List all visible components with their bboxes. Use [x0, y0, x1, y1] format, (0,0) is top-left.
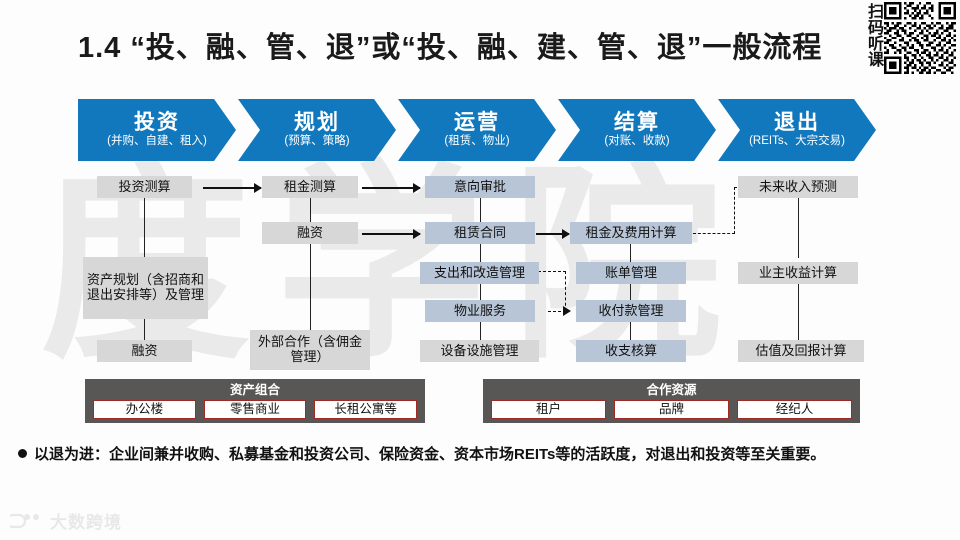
- connector-line: [480, 243, 482, 263]
- brand-text: 大数跨境: [50, 513, 122, 532]
- flow-node-investment-3[interactable]: 融资: [97, 340, 192, 362]
- flow-node-operation-1[interactable]: 意向审批: [425, 176, 535, 198]
- node-label: 估值及回报计算: [755, 342, 847, 358]
- node-label: 支出和改造管理: [433, 264, 525, 280]
- panel-title: 资产组合: [229, 383, 280, 397]
- node-label: 业主收益计算: [758, 264, 837, 280]
- chip-asset-apartment[interactable]: 长租公寓等: [314, 400, 418, 419]
- node-label: 融资: [131, 342, 158, 358]
- connector-arrow: [362, 187, 420, 189]
- phase-title: 投资: [134, 111, 180, 135]
- connector-arrow: [203, 187, 261, 189]
- node-label: 账单管理: [604, 264, 657, 280]
- footnote-text: 以退为进：企业间兼并收购、私募基金和投资公司、保险资金、资本市场REITs等的活…: [34, 446, 826, 463]
- phase-subtitle: (REITs、大宗交易): [749, 135, 845, 148]
- phase-settlement[interactable]: 结算 (对账、收款): [558, 99, 716, 161]
- qr-scan-block[interactable]: 扫码听课: [865, 2, 956, 74]
- phase-exit[interactable]: 退出 (REITs、大宗交易): [718, 99, 876, 161]
- node-label: 投资测算: [118, 178, 171, 194]
- node-label: 资产规划（含招商和退出安排等）及管理: [86, 272, 204, 302]
- connector-line: [630, 322, 632, 340]
- connector-arrowhead: [563, 306, 571, 316]
- flow-node-settlement-2[interactable]: 账单管理: [576, 262, 686, 284]
- connector-line: [630, 243, 632, 263]
- flow-node-planning-1[interactable]: 租金测算: [262, 176, 358, 198]
- flow-node-planning-3[interactable]: 外部合作（含佣金管理）: [250, 330, 370, 370]
- flow-node-operation-3[interactable]: 支出和改造管理: [420, 262, 539, 284]
- connector-dashed: [538, 271, 566, 272]
- flow-node-operation-5[interactable]: 设备设施管理: [420, 340, 539, 362]
- connector-arrow: [536, 233, 569, 235]
- connector-line: [798, 284, 800, 340]
- phase-operation[interactable]: 运营 (租赁、物业): [398, 99, 556, 161]
- phase-band: 投资 (并购、自建、租入) 规划 (预算、策略) 运营 (租赁、物业) 结算 (…: [78, 99, 878, 161]
- flow-node-planning-2[interactable]: 融资: [262, 222, 358, 244]
- panel-partner-resources: 合作资源 租户 品牌 经纪人: [483, 379, 860, 423]
- footnote: 以退为进：企业间兼并收购、私募基金和投资公司、保险资金、资本市场REITs等的活…: [18, 444, 946, 466]
- phase-investment[interactable]: 投资 (并购、自建、租入): [78, 99, 236, 161]
- connector-line: [798, 196, 800, 258]
- connector-dashed: [734, 187, 735, 234]
- node-label: 设备设施管理: [440, 342, 519, 358]
- phase-subtitle: (并购、自建、租入): [107, 135, 207, 148]
- flow-node-settlement-3[interactable]: 收付款管理: [576, 300, 686, 322]
- connector-line: [144, 318, 146, 340]
- connector-line: [630, 284, 632, 301]
- chip-partner-tenant[interactable]: 租户: [491, 400, 606, 419]
- connector-dashed: [548, 311, 566, 312]
- brand-logo: 大数跨境: [10, 508, 122, 533]
- chip-row: 办公楼 零售商业 长租公寓等: [85, 399, 425, 423]
- chip-row: 租户 品牌 经纪人: [483, 399, 860, 423]
- panel-asset-portfolio: 资产组合 办公楼 零售商业 长租公寓等: [85, 379, 425, 423]
- qr-label: 扫码听课: [865, 3, 882, 67]
- node-label: 收支核算: [604, 342, 657, 358]
- flow-node-settlement-1[interactable]: 租金及费用计算: [570, 222, 692, 244]
- phase-subtitle: (预算、策略): [284, 135, 350, 148]
- connector-line: [480, 322, 482, 340]
- flow-node-exit-3[interactable]: 估值及回报计算: [738, 340, 864, 362]
- phase-title: 退出: [774, 111, 820, 135]
- flow-node-operation-2[interactable]: 租赁合同: [425, 222, 535, 244]
- brand-mark-icon: [10, 513, 39, 528]
- connector-dashed: [565, 271, 566, 311]
- connector-dashed: [693, 233, 735, 234]
- connector-line: [480, 284, 482, 301]
- node-label: 外部合作（含佣金管理）: [257, 334, 362, 364]
- node-label: 融资: [296, 224, 323, 240]
- connector-line: [310, 196, 312, 222]
- flow-node-exit-2[interactable]: 业主收益计算: [738, 262, 858, 284]
- phase-title: 结算: [614, 111, 660, 135]
- chip-asset-office[interactable]: 办公楼: [93, 400, 196, 419]
- flow-node-investment-2[interactable]: 资产规划（含招商和退出安排等）及管理: [83, 257, 208, 319]
- connector-line: [480, 196, 482, 222]
- bullet-icon: [18, 449, 27, 458]
- phase-subtitle: (对账、收款): [604, 135, 670, 148]
- connector-line: [310, 243, 312, 330]
- node-label: 租金测算: [283, 178, 336, 194]
- chip-asset-retail[interactable]: 零售商业: [203, 400, 307, 419]
- node-label: 意向审批: [453, 178, 506, 194]
- connector-arrow: [362, 233, 420, 235]
- phase-subtitle: (租赁、物业): [444, 135, 510, 148]
- node-label: 未来收入预测: [758, 178, 837, 194]
- phase-title: 规划: [294, 111, 340, 135]
- flow-node-exit-1[interactable]: 未来收入预测: [738, 176, 858, 198]
- node-label: 租赁合同: [453, 224, 506, 240]
- node-label: 物业服务: [453, 302, 506, 318]
- phase-title: 运营: [454, 111, 500, 135]
- chip-partner-broker[interactable]: 经纪人: [737, 400, 852, 419]
- chip-partner-brand[interactable]: 品牌: [614, 400, 729, 419]
- flow-node-operation-4[interactable]: 物业服务: [425, 300, 535, 322]
- node-label: 租金及费用计算: [585, 224, 677, 240]
- panel-title: 合作资源: [646, 383, 697, 397]
- flow-node-investment-1[interactable]: 投资测算: [97, 176, 192, 198]
- node-label: 收付款管理: [598, 302, 664, 318]
- flow-node-settlement-4[interactable]: 收支核算: [576, 340, 686, 362]
- connector-line: [144, 196, 146, 258]
- qr-code-icon: [884, 2, 956, 74]
- page-title: 1.4 “投、融、管、退”或“投、融、建、管、退”一般流程: [78, 32, 823, 64]
- phase-planning[interactable]: 规划 (预算、策略): [238, 99, 396, 161]
